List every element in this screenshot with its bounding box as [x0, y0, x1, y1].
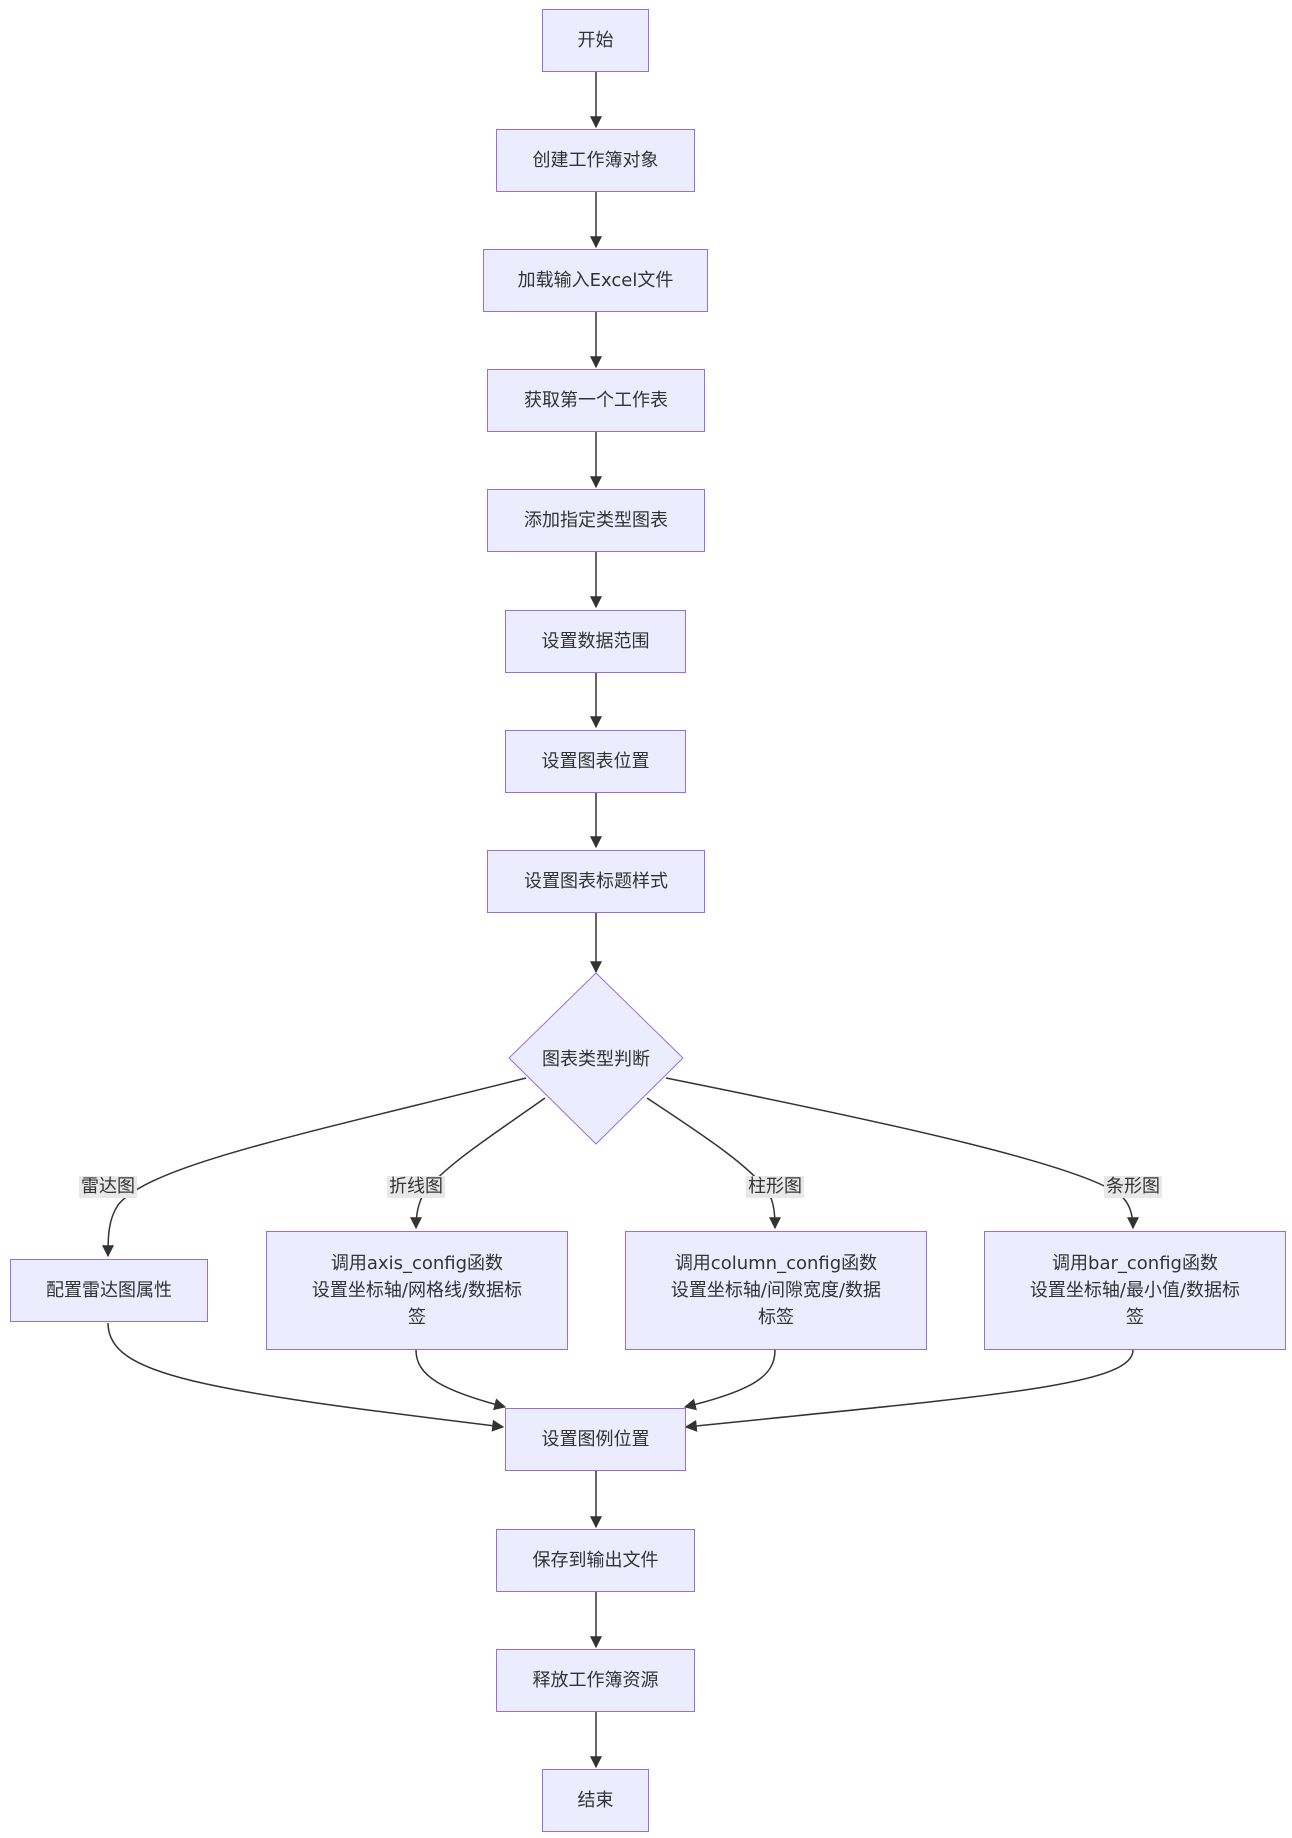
edge-decision-bar: [665, 1077, 1139, 1230]
edge-decision-column: [646, 1097, 781, 1230]
node-line-config: 调用axis_config函数 设置坐标轴/网格线/数据标 签: [266, 1231, 568, 1350]
edge-label-bar: 条形图: [1104, 1176, 1162, 1198]
node-end: 结束: [542, 1769, 649, 1832]
node-add-chart: 添加指定类型图表: [487, 489, 705, 552]
edge-label-line: 折线图: [387, 1176, 445, 1198]
node-load-excel: 加载输入Excel文件: [483, 249, 708, 312]
edge-line-legend: [415, 1349, 507, 1411]
edge-bar-legend: [684, 1349, 1134, 1432]
node-start: 开始: [542, 9, 649, 72]
edge-label-radar: 雷达图: [79, 1176, 137, 1198]
decision-diamond: [508, 972, 684, 1145]
node-release: 释放工作簿资源: [496, 1649, 695, 1712]
node-set-legend: 设置图例位置: [505, 1408, 686, 1471]
edge-decision-line: [410, 1097, 546, 1230]
node-set-range: 设置数据范围: [505, 610, 686, 673]
edge-label-column: 柱形图: [746, 1176, 804, 1198]
node-get-sheet: 获取第一个工作表: [487, 369, 705, 432]
node-set-title-style: 设置图表标题样式: [487, 850, 705, 913]
node-save-file: 保存到输出文件: [496, 1529, 695, 1592]
edge-column-legend: [683, 1349, 776, 1411]
node-bar-config: 调用bar_config函数 设置坐标轴/最小值/数据标 签: [984, 1231, 1286, 1350]
node-chart-type-decision: 图表类型判断: [542, 1049, 650, 1070]
edge-radar-legend: [107, 1322, 505, 1432]
edge-decision-radar: [102, 1077, 527, 1258]
node-set-position: 设置图表位置: [505, 730, 686, 793]
node-radar-config: 配置雷达图属性: [10, 1259, 208, 1322]
node-column-config: 调用column_config函数 设置坐标轴/间隙宽度/数据 标签: [625, 1231, 927, 1350]
node-create-workbook: 创建工作簿对象: [496, 129, 695, 192]
